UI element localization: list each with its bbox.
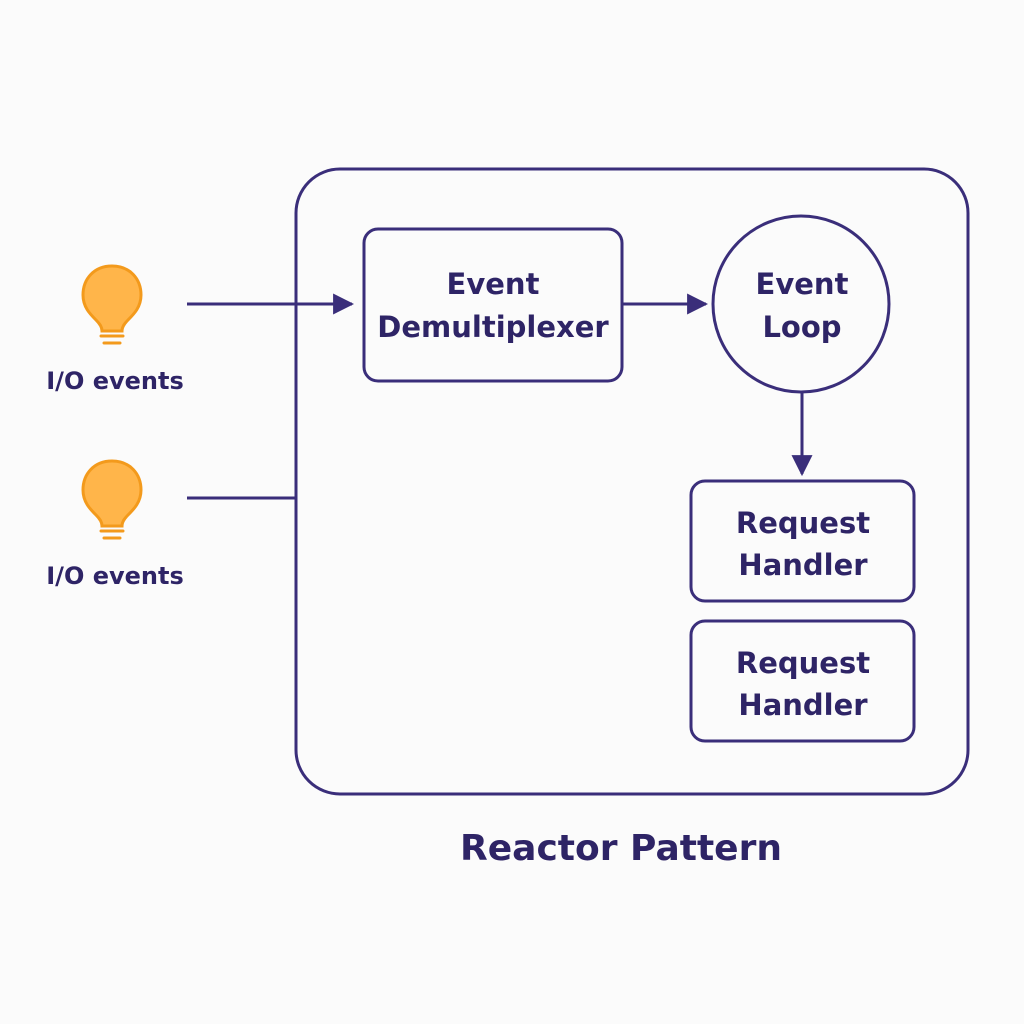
request-handler-box-2	[689, 619, 916, 743]
request-handler-1-label-line2: Handler	[738, 548, 868, 582]
lightbulb-icon	[81, 459, 143, 540]
event-loop-circle	[711, 214, 891, 394]
request-handler-node-1: Request Handler	[689, 479, 916, 603]
event-loop-label-line2: Loop	[762, 310, 841, 344]
io-events-label-1: I/O events	[46, 367, 184, 395]
event-demultiplexer-node: Event Demultiplexer	[362, 227, 624, 383]
event-demultiplexer-box	[362, 227, 624, 383]
io-source-1: I/O events	[46, 264, 184, 395]
request-handler-2-label-line2: Handler	[738, 688, 868, 722]
io-source-2: I/O events	[46, 459, 184, 590]
diagram-title: Reactor Pattern	[460, 828, 782, 869]
request-handler-node-2: Request Handler	[689, 619, 916, 743]
event-loop-label-line1: Event	[756, 267, 849, 301]
event-demultiplexer-label-line1: Event	[447, 267, 540, 301]
reactor-container	[294, 167, 970, 796]
lightbulb-icon	[81, 264, 143, 345]
request-handler-2-label-line1: Request	[736, 646, 870, 680]
request-handler-box-1	[689, 479, 916, 603]
io-events-label-2: I/O events	[46, 562, 184, 590]
request-handler-1-label-line1: Request	[736, 506, 870, 540]
event-demultiplexer-label-line2: Demultiplexer	[377, 310, 609, 344]
event-loop-node: Event Loop	[711, 214, 891, 394]
